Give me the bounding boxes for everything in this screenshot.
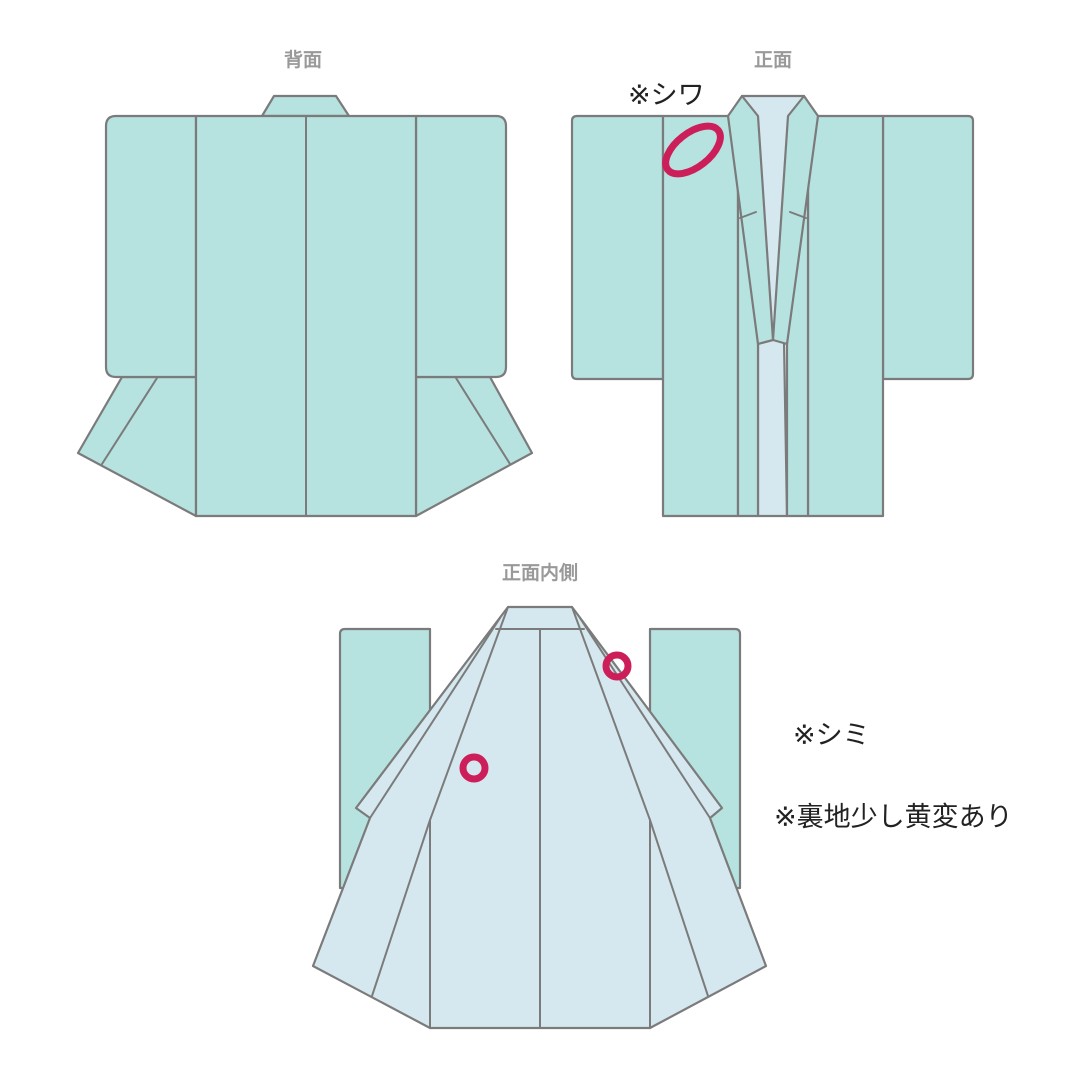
front-right-body <box>806 114 885 518</box>
front-left-sleeve <box>570 114 665 381</box>
inside-left-collar-seam <box>369 617 501 819</box>
back-left-flare <box>76 375 198 518</box>
front-view: 正面 ※シワ <box>570 49 975 518</box>
back-left-flare-seam <box>101 377 158 465</box>
back-view: 背面 <box>76 48 534 518</box>
front-right-collar-tick <box>789 211 807 219</box>
wrinkle-note: ※シワ <box>628 80 705 111</box>
back-collar <box>260 94 351 118</box>
lining-note: ※裏地少し黄変あり <box>774 802 1013 833</box>
stain-marker-upper <box>602 651 632 681</box>
back-right-sleeve <box>414 114 508 379</box>
front-right-sleeve <box>881 114 975 381</box>
back-right-flare-seam <box>455 377 511 465</box>
inside-right-collar-seam <box>579 617 711 819</box>
wrinkle-marker <box>662 122 724 178</box>
front-right-collar <box>771 94 820 346</box>
front-left-collar <box>726 94 775 346</box>
back-left-sleeve <box>104 114 198 379</box>
front-left-body <box>661 114 740 518</box>
inside-view: 正面内側 ※シミ ※裏地少し黄変あり <box>311 561 1013 1030</box>
front-view-label: 正面 <box>754 49 792 71</box>
inside-left-flare-seam <box>371 819 431 997</box>
stain-marker-lower <box>459 753 489 783</box>
back-view-label: 背面 <box>284 48 322 71</box>
inside-view-label: 正面内側 <box>502 561 578 584</box>
stain-note: ※シミ <box>793 720 870 751</box>
inside-right-flare-seam <box>649 819 709 997</box>
back-right-flare <box>414 375 534 518</box>
front-left-collar-tick <box>739 211 757 219</box>
